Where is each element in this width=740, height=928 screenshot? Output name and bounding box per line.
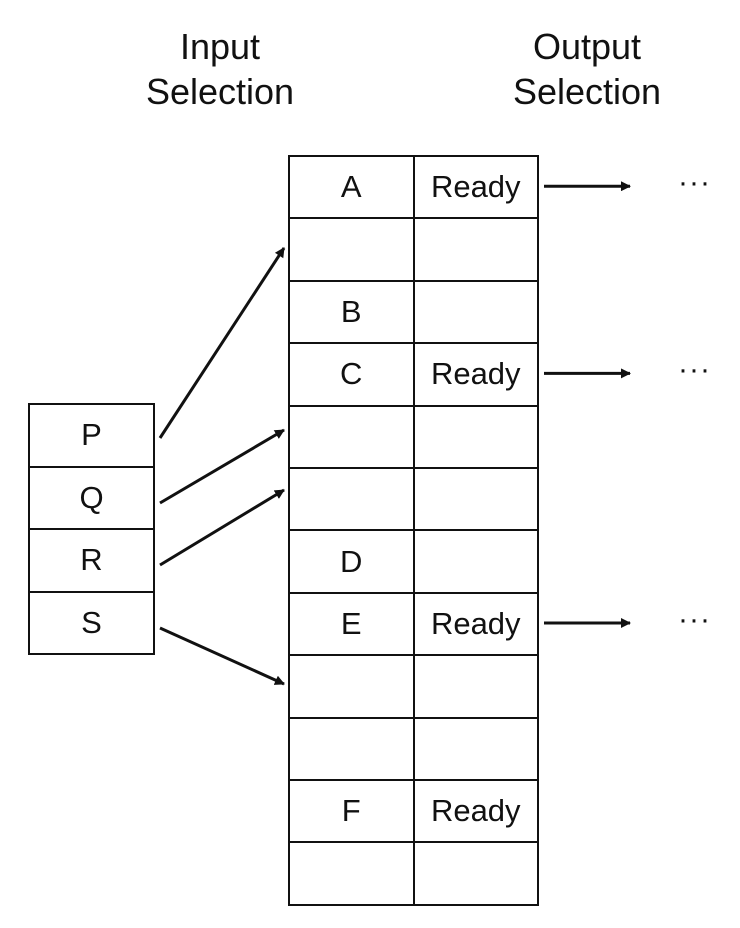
buffer-slot-status — [415, 718, 539, 779]
buffer-slot-label: F — [290, 780, 415, 842]
buffer-slot-label: A — [290, 157, 415, 218]
input-queue: P Q R S — [28, 403, 155, 655]
buffer-slot-status — [415, 843, 539, 904]
input-edge-arrow — [158, 247, 286, 439]
buffer-slot-status — [415, 406, 539, 467]
buffer-row: B — [290, 281, 539, 345]
input-queue-item: Q — [30, 467, 155, 530]
buffer-slot-label: C — [290, 344, 415, 405]
input-edge-arrow — [159, 626, 285, 686]
buffer-row — [290, 406, 539, 469]
buffer-slot-status — [415, 468, 539, 530]
input-edge-arrow — [159, 428, 285, 505]
continuation-ellipsis: ··· — [678, 353, 711, 387]
buffer-slot-status: Ready — [415, 780, 539, 842]
output-heading-line-1: Output — [532, 26, 642, 67]
buffer-slot-label — [290, 718, 415, 779]
buffer-slot-label — [290, 468, 415, 530]
output-selection-heading: Output Selection — [467, 24, 707, 114]
buffer-slot-status — [415, 219, 539, 280]
buffer-slot-status — [415, 281, 539, 343]
buffer-slot-label — [290, 843, 415, 904]
output-heading-line-2: Selection — [512, 71, 662, 112]
buffer-slot-status: Ready — [415, 157, 539, 218]
buffer-slot-label: E — [290, 593, 415, 655]
input-queue-item: R — [30, 530, 155, 593]
buffer-row: D — [290, 531, 539, 594]
buffer-slot-status — [415, 656, 539, 717]
buffer-slot-label — [290, 406, 415, 467]
buffer-slot-status — [415, 531, 539, 592]
buffer-row — [290, 656, 539, 719]
input-queue-item: S — [30, 592, 155, 655]
buffer-row — [290, 219, 539, 282]
buffer-row — [290, 718, 539, 781]
buffer-row — [290, 843, 539, 906]
continuation-ellipsis: ··· — [678, 603, 711, 636]
buffer-slot-label: D — [290, 531, 415, 592]
continuation-ellipsis: ··· — [678, 166, 711, 200]
input-queue-item: P — [30, 405, 155, 468]
buffer-slot-status: Ready — [415, 344, 539, 405]
buffer-slot-status: Ready — [415, 593, 539, 655]
input-edge-arrow — [159, 488, 285, 567]
input-selection-heading: Input Selection — [100, 24, 340, 114]
buffer-slot-label: B — [290, 281, 415, 343]
buffer-slot-label — [290, 219, 415, 280]
buffer-slot-label — [290, 656, 415, 717]
buffer-row — [290, 468, 539, 532]
input-heading-line-1: Input — [179, 26, 261, 67]
input-heading-line-2: Selection — [145, 71, 295, 112]
